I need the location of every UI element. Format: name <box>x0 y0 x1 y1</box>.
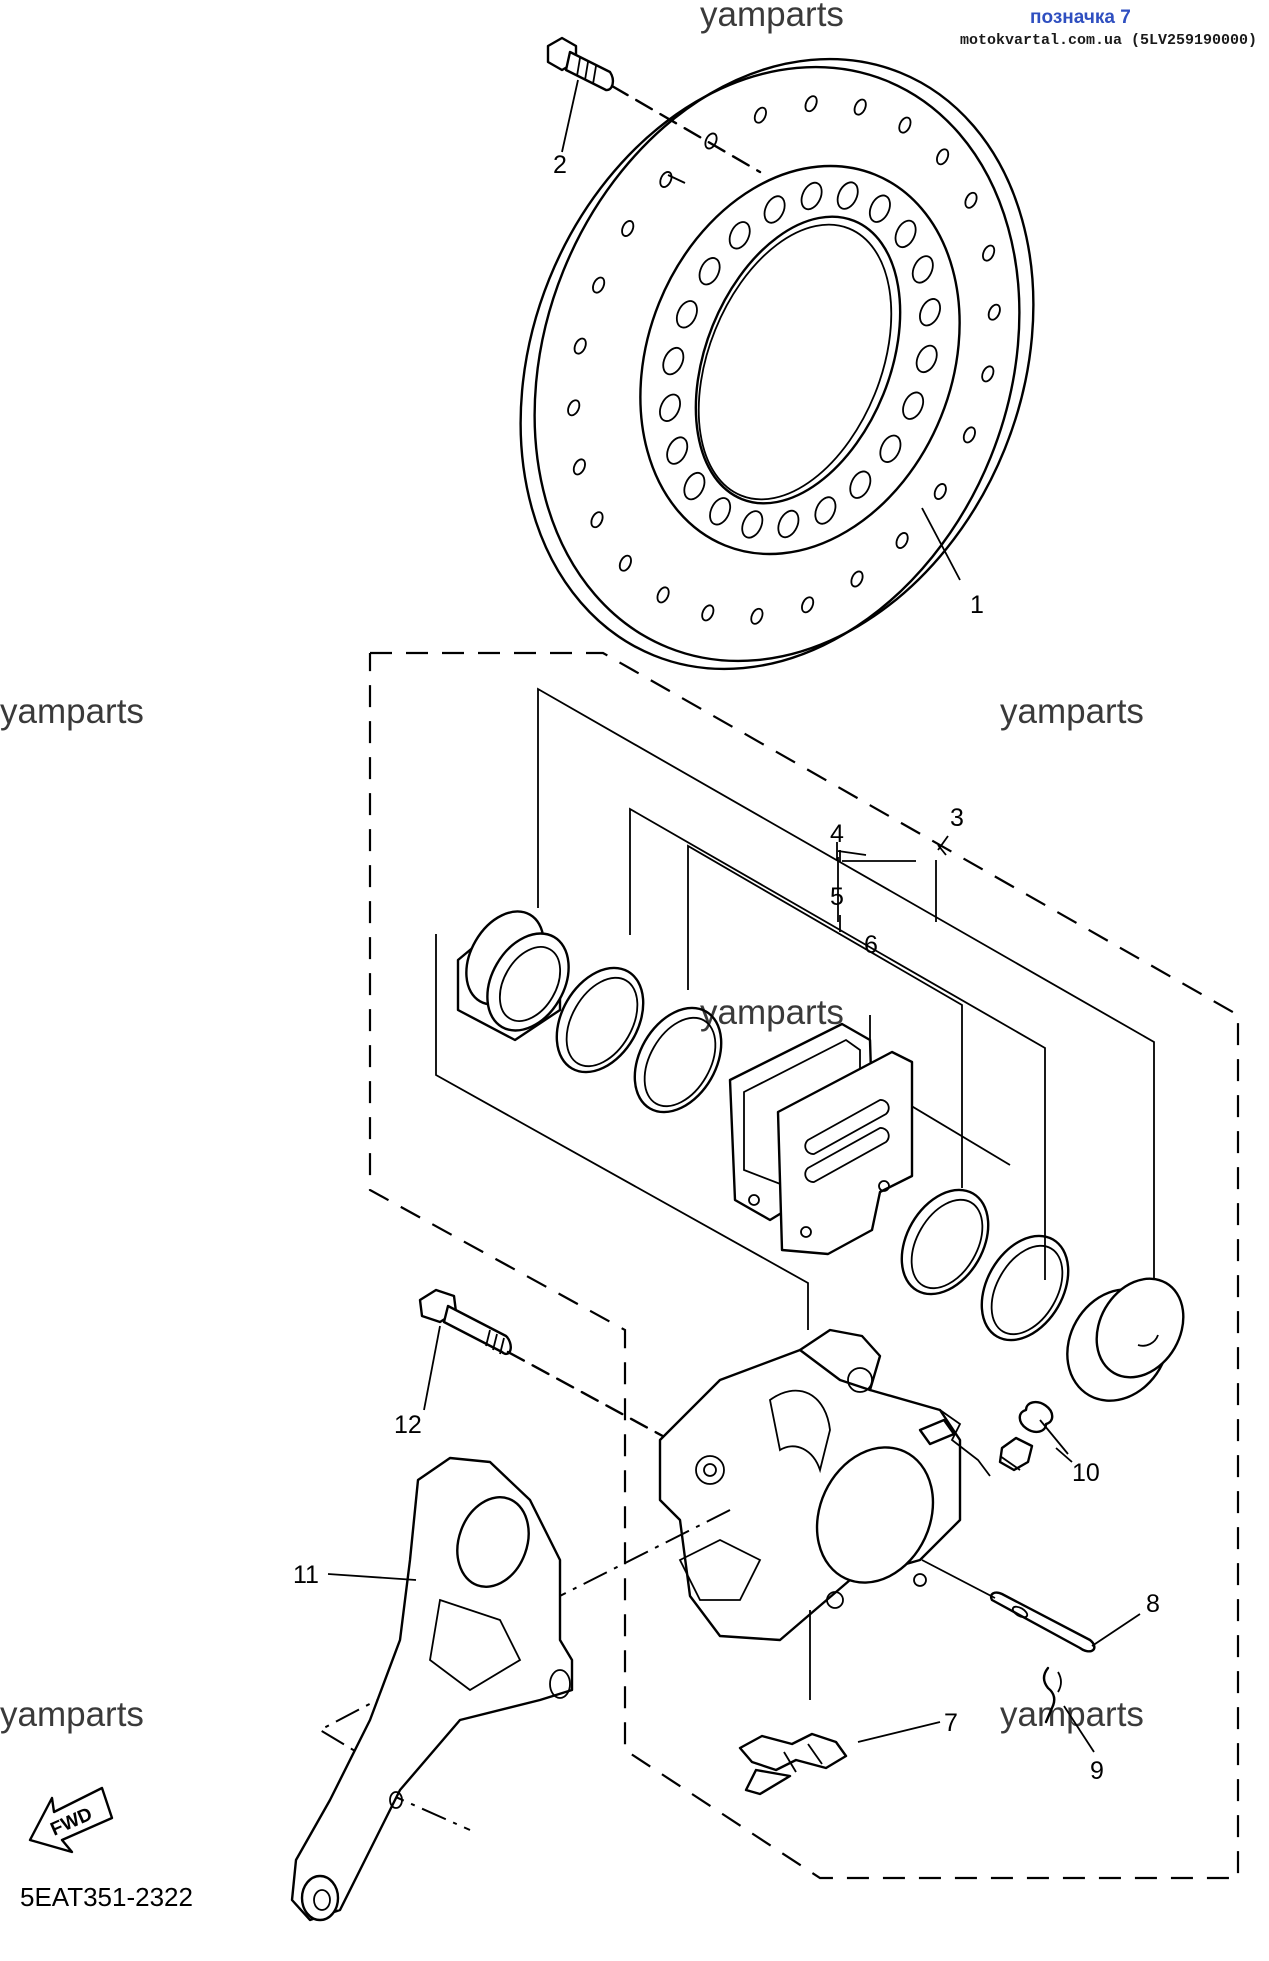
label-part-11: 11 <box>293 1561 319 1589</box>
disc-hole <box>590 511 604 529</box>
label-part-2: 2 <box>553 151 567 179</box>
label-part-4: 4 <box>830 820 844 848</box>
disc-hole <box>659 171 673 188</box>
watermark-center: yamparts <box>700 993 844 1032</box>
disc-hole <box>621 220 635 237</box>
brake-disc-icon[interactable] <box>433 0 1121 745</box>
disc-hole <box>804 95 818 113</box>
assembly-boundary <box>368 651 1240 1880</box>
disc-hole <box>750 607 764 625</box>
label-part-8: 8 <box>1146 1590 1160 1618</box>
disc-hole <box>964 191 978 209</box>
disc-hole <box>801 596 815 614</box>
label-part-9: 9 <box>1090 1757 1104 1785</box>
clip-icon[interactable] <box>1042 1666 1095 1753</box>
disc-hole <box>800 181 823 211</box>
watermark-left-upper: yamparts <box>0 692 144 731</box>
label-part-12: 12 <box>394 1411 422 1439</box>
disc-bolt-icon[interactable] <box>546 36 762 174</box>
label-part-10: 10 <box>1072 1459 1100 1487</box>
disc-hole <box>898 116 912 134</box>
disc-hole <box>709 497 732 526</box>
piston-right-icon[interactable] <box>1047 1263 1200 1419</box>
disc-hole <box>573 337 587 355</box>
disc-hole <box>836 181 859 210</box>
watermark-left-lower: yamparts <box>0 1695 144 1734</box>
pad-pin-icon[interactable] <box>989 1591 1141 1653</box>
disc-hole <box>701 604 715 622</box>
disc-hole <box>728 221 751 250</box>
disc-hole <box>987 303 1001 321</box>
disc-hole <box>683 471 706 501</box>
caliper-body-icon[interactable] <box>658 1328 962 1642</box>
bleed-screw-icon[interactable] <box>939 1400 1073 1477</box>
disc-hole <box>656 586 670 604</box>
disc-hole <box>777 509 800 539</box>
piston-seal-icon[interactable] <box>539 953 661 1088</box>
disc-hole <box>659 393 681 422</box>
disc-hole <box>666 436 689 465</box>
disc-hole <box>962 426 976 444</box>
caliper-bracket-icon[interactable] <box>290 1456 574 1922</box>
dust-seal-right-icon[interactable] <box>964 1221 1086 1356</box>
watermark-top: yamparts <box>700 0 844 34</box>
disc-hole <box>853 98 867 116</box>
label-part-3: 3 <box>950 804 964 832</box>
disc-hole <box>572 458 586 476</box>
disc-hole <box>567 399 581 417</box>
piston-left-icon[interactable] <box>451 898 586 1045</box>
label-part-5: 5 <box>830 883 844 911</box>
disc-hole <box>618 554 632 572</box>
disc-hole <box>849 470 872 499</box>
disc-hole <box>981 365 995 383</box>
disc-hole <box>894 219 917 249</box>
disc-hole <box>868 194 891 223</box>
dust-seal-icon[interactable] <box>617 993 739 1128</box>
disc-hole <box>879 434 902 463</box>
forward-arrow-icon: FWD <box>28 1786 114 1854</box>
brake-pad-kit-icon[interactable] <box>728 1015 914 1256</box>
disc-hole <box>936 148 950 166</box>
label-part-7: 7 <box>944 1709 958 1737</box>
pad-support-icon[interactable] <box>738 1610 941 1796</box>
header-label: позначка 7 <box>1030 7 1131 28</box>
diagram-code: 5EAT351-2322 <box>20 1882 193 1912</box>
disc-hole <box>704 132 718 150</box>
disc-hole <box>895 532 909 549</box>
disc-hole <box>850 570 864 588</box>
disc-hole <box>911 255 934 284</box>
disc-hole <box>763 195 786 224</box>
label-part-6: 6 <box>864 931 878 959</box>
disc-hole <box>915 344 938 374</box>
watermark-right-lower: yamparts <box>1000 1695 1144 1734</box>
piston-seal-right-icon[interactable] <box>884 1175 1006 1310</box>
disc-hole <box>698 257 721 286</box>
disc-hole <box>933 483 947 500</box>
disc-hole <box>753 106 767 124</box>
disc-hole <box>675 300 698 329</box>
disc-hole <box>982 244 996 262</box>
caliper-bolt-icon[interactable] <box>418 1288 672 1442</box>
watermark-right-upper: yamparts <box>1000 692 1144 731</box>
label-part-1: 1 <box>970 591 984 619</box>
disc-hole <box>919 298 941 327</box>
disc-hole <box>902 391 925 420</box>
header-site: motokvartal.com.ua (5LV259190000) <box>960 32 1257 49</box>
disc-hole <box>662 346 685 376</box>
disc-hole <box>814 496 837 525</box>
disc-hole <box>741 510 764 539</box>
disc-hole <box>592 276 606 294</box>
